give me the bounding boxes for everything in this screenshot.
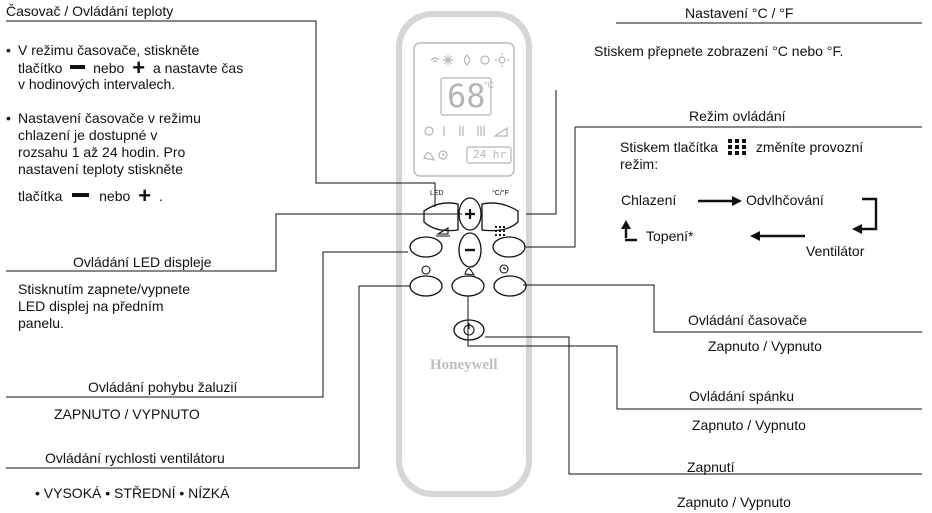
unit-desc: Stiskem přepnete zobrazení °C nebo °F. <box>594 43 844 59</box>
sleep-button[interactable] <box>451 275 485 297</box>
led-desc-2: LED displej na předním <box>18 298 164 314</box>
lcd-mode-icons <box>430 53 509 67</box>
led-title: Ovládání LED displeje <box>73 254 212 270</box>
mode-fan: Ventilátor <box>806 243 865 259</box>
timer-temp-text-2: tlačítko nebo + a nastavte čas <box>18 55 244 80</box>
mode-button[interactable] <box>492 236 526 258</box>
fan-speed-button[interactable] <box>409 275 443 297</box>
brand-logo: Honeywell <box>430 357 498 373</box>
line-fan-speed <box>6 285 411 469</box>
sleep-icon <box>423 151 436 161</box>
timer-temp-text-7: nastavení teploty stiskněte <box>18 161 183 177</box>
plus-symbol-icon-2: + <box>138 183 152 208</box>
mode-cool: Chlazení <box>621 192 677 208</box>
mode-dry: Odvlhčování <box>746 192 824 208</box>
mode-grid-icon <box>495 226 505 236</box>
louver-small-icon <box>436 227 450 237</box>
lcd-temp-frame <box>440 77 492 116</box>
line-power <box>485 336 922 475</box>
snowflake-icon <box>443 55 453 65</box>
mode-cycle-arrows <box>621 196 878 242</box>
sleep-title: Ovládání spánku <box>689 388 795 404</box>
led-desc-1: Stisknutím zapnete/vypnete <box>18 281 190 297</box>
lcd-temperature: 68 <box>447 77 486 115</box>
line-led <box>6 213 462 272</box>
timer-temp-text-6: rozsahu 1 až 24 hodin. Pro <box>18 144 186 160</box>
timer-box <box>466 146 512 164</box>
mode-heat: Topení* <box>646 228 694 244</box>
line-louver <box>6 251 408 398</box>
power-state: Zapnuto / Vypnuto <box>677 494 791 510</box>
line-timer-temp <box>6 20 436 207</box>
lcd-timer: 24 hr <box>473 148 507 161</box>
mode-title: Režim ovládání <box>689 108 786 124</box>
timer-ctrl-title: Ovládání časovače <box>688 312 808 328</box>
mode-desc-2: režim: <box>620 156 659 172</box>
remote-control <box>396 11 532 497</box>
timer-ctrl-state: Zapnuto / Vypnuto <box>708 338 822 354</box>
line-mode <box>525 127 576 248</box>
sun-icon <box>498 56 506 64</box>
lcd-degree: °C <box>484 80 495 90</box>
minus-symbol-icon-2 <box>72 193 90 197</box>
led-desc-3: panelu. <box>18 315 64 331</box>
power-button[interactable] <box>453 319 485 341</box>
line-unit <box>526 90 557 215</box>
wifi-icon <box>430 57 440 63</box>
timer-temp-text-3: v hodinových intervalech. <box>18 76 176 92</box>
timer-temp-text-4: Nastavení časovače v režimu <box>18 110 201 126</box>
fan-speed-levels: • VYSOKÁ • STŘEDNÍ • NÍZKÁ <box>35 485 230 501</box>
fan-icon <box>480 55 490 65</box>
timer-button[interactable] <box>493 275 527 297</box>
bullet-2: • <box>6 110 11 126</box>
remote-screen <box>413 42 515 177</box>
mode-desc: Stiskem tlačítka změníte provozní <box>620 138 864 156</box>
fan-speed-icon <box>424 126 434 136</box>
unit-title: Nastavení °C / °F <box>685 5 794 21</box>
mode-grid-glyph-icon <box>727 138 747 156</box>
plus-symbol-icon: + <box>132 55 146 80</box>
fan-small-icon <box>421 265 431 275</box>
louver-title: Ovládání pohybu žaluzií <box>88 379 238 395</box>
timer-temp-text-8: tlačítka nebo + . <box>18 183 163 208</box>
unit-label: °C/°F <box>492 190 509 197</box>
unit-button[interactable] <box>481 202 519 232</box>
fan-speed-title: Ovládání rychlosti ventilátoru <box>45 450 225 466</box>
sleep-state: Zapnuto / Vypnuto <box>692 417 806 433</box>
line-sleep <box>467 296 922 410</box>
louver-state: ZAPNUTO / VYPNUTO <box>54 406 200 422</box>
clock-small-icon <box>499 264 509 274</box>
timer-temp-text-5: chlazení je dostupné v <box>18 127 158 143</box>
louver-icon <box>493 126 508 137</box>
speed-bars-icon <box>443 126 485 136</box>
lcd-status-icons <box>423 126 512 164</box>
sleep-small-icon <box>464 267 476 276</box>
drop-icon <box>463 54 471 66</box>
line-timer <box>523 284 922 333</box>
timer-temp-text-1: V režimu časovače, stiskněte <box>18 42 200 58</box>
plus-icon <box>465 209 475 219</box>
clock-icon <box>438 150 448 160</box>
bullet-1: • <box>6 42 11 58</box>
led-label: LED <box>430 190 444 197</box>
minus-symbol-icon <box>70 65 86 69</box>
timer-temp-title: Časovač / Ovládání teploty <box>6 3 174 19</box>
louver-button[interactable] <box>409 236 443 258</box>
power-title: Zapnutí <box>687 459 735 475</box>
